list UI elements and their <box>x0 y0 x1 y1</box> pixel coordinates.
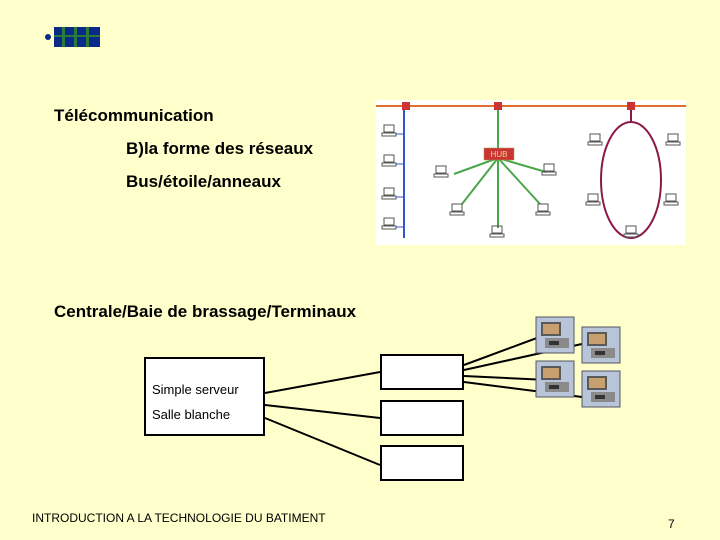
logo <box>44 25 102 49</box>
hub-box <box>483 147 515 161</box>
page-number: 7 <box>668 517 675 531</box>
terminal-icon <box>581 326 621 364</box>
patch-panel-box <box>380 354 464 390</box>
bus-connector <box>627 102 635 110</box>
computer-icon <box>451 203 463 212</box>
footer-text: INTRODUCTION A LA TECHNOLOGIE DU BATIMEN… <box>32 511 326 525</box>
computer-icon <box>589 133 601 142</box>
cleanroom-label: Salle blanche <box>152 407 231 422</box>
computer-icon <box>665 193 677 202</box>
computer-icon <box>383 217 395 226</box>
terminal-icon <box>535 316 575 354</box>
bus-connector <box>494 102 502 110</box>
bus-connector <box>402 102 410 110</box>
link-line <box>264 404 381 419</box>
computer-icon <box>537 203 549 212</box>
link-line <box>264 371 381 394</box>
network-topologies-image: HUB <box>376 100 686 245</box>
computer-icon <box>383 124 395 133</box>
subtitle: B)la forme des réseaux <box>126 139 314 158</box>
link-line <box>463 339 601 371</box>
link-line <box>264 417 381 466</box>
computer-icon <box>383 154 395 163</box>
computer-icon <box>543 163 555 172</box>
ring <box>600 121 662 239</box>
terminal-icon <box>581 370 621 408</box>
patch-panel-box <box>380 445 464 481</box>
computer-icon <box>383 187 395 196</box>
computer-icon <box>667 133 679 142</box>
section-title: Centrale/Baie de brassage/Terminaux <box>54 302 357 321</box>
computer-icon <box>435 165 447 174</box>
terminal-icon <box>535 360 575 398</box>
patch-panel-box <box>380 400 464 436</box>
topologies-label: Bus/étoile/anneaux <box>126 172 281 191</box>
link-line <box>463 375 549 381</box>
server-label: Simple serveur <box>152 382 239 397</box>
computer-icon <box>625 225 637 234</box>
computer-icon <box>587 193 599 202</box>
computer-icon <box>491 225 503 234</box>
link-line <box>463 334 546 366</box>
hub-label: HUB <box>491 150 508 159</box>
server-box <box>144 357 265 436</box>
heading: Télécommunication <box>54 106 214 125</box>
